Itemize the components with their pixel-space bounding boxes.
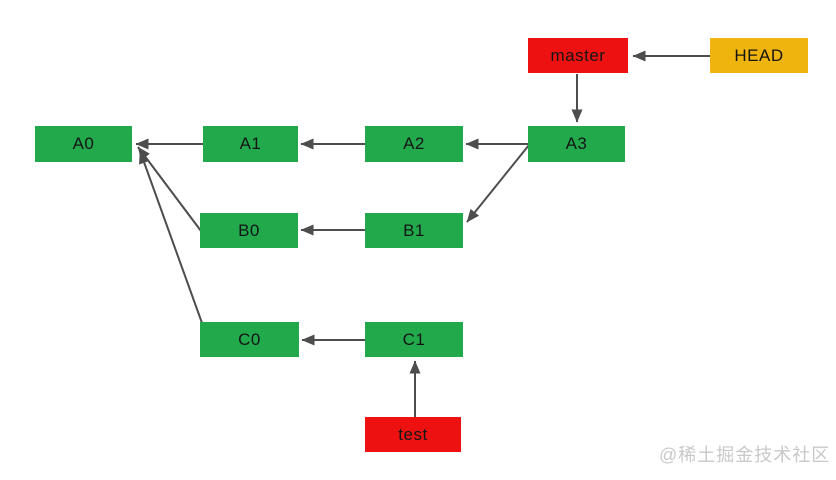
commit-node-a2: A2 [365,126,463,162]
edge-C0-to-A0 [139,150,203,324]
commit-node-c1: C1 [365,322,463,357]
watermark: @稀土掘金技术社区 [659,445,831,465]
head-node: HEAD [710,38,808,73]
commit-node-b1: B1 [365,213,463,248]
branch-node-master: master [528,38,628,73]
commit-node-a3: A3 [528,126,625,162]
commit-node-a0: A0 [35,126,132,162]
branch-node-test: test [365,417,461,452]
edge-B0-to-A0 [137,146,202,232]
commit-node-b0: B0 [200,213,298,248]
commit-node-a1: A1 [203,126,298,162]
commit-node-c0: C0 [200,322,299,357]
edge-A3-to-B1 [466,144,530,223]
